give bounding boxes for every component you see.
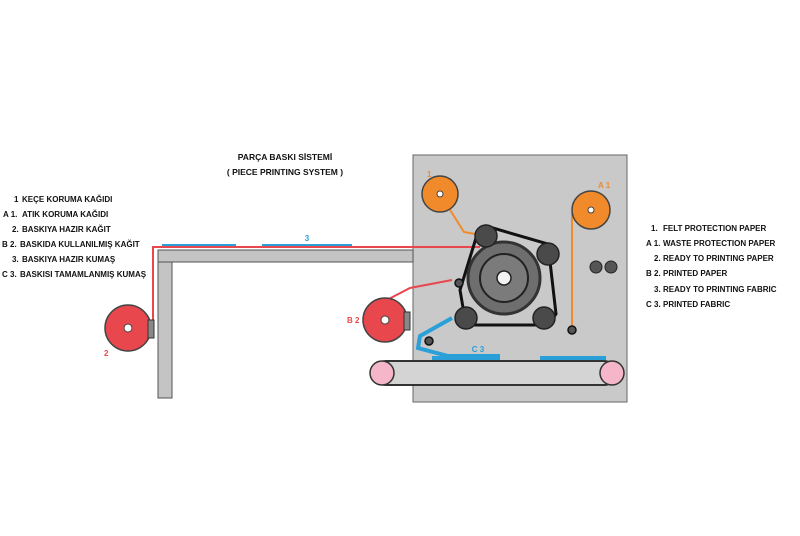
tension-roller <box>604 260 618 274</box>
small-roller <box>424 336 434 346</box>
print-drum-hub <box>496 270 512 286</box>
roll-2-core <box>147 319 155 339</box>
legend-en-text-b2: PRINTED PAPER <box>663 269 728 278</box>
legend-tr-text-3: BASKIYA HAZIR KUMAŞ <box>22 255 116 264</box>
roll-1-label: 1 <box>427 170 432 179</box>
legend-en-key-b2: B 2. <box>646 269 661 278</box>
legend-tr-key-a1: A 1. <box>3 210 17 219</box>
roll-a1-label: A 1 <box>598 181 611 190</box>
legend-en-key-a1: A 1. <box>646 239 660 248</box>
feed-table-leg <box>157 261 173 399</box>
legend-en-text-c3: PRINTED FABRIC <box>663 300 730 309</box>
tension-roller <box>589 260 603 274</box>
legend-en-key-1: 1. <box>651 224 658 233</box>
legend-en-key-2: 2. <box>654 254 661 263</box>
legend-en-key-c3: C 3. <box>646 300 661 309</box>
roll-a1-hub <box>587 206 595 214</box>
legend-tr-key-1: 1 <box>14 195 19 204</box>
roll-b2-hub <box>380 315 390 325</box>
legend-tr-text-c3: BASKISI TAMAMLANMIŞ KUMAŞ <box>20 270 147 279</box>
legend-tr-text-1: KEÇE KORUMA KAĞIDI <box>22 195 112 204</box>
small-roller <box>454 278 464 288</box>
legend-tr-key-c3: C 3. <box>2 270 17 279</box>
guide-roller <box>532 306 556 330</box>
fabric-3-label: 3 <box>305 234 310 243</box>
fabric-c3-label: C 3 <box>472 345 485 354</box>
paper-path-red-in <box>152 246 480 322</box>
legend-tr-key-2: 2. <box>12 225 19 234</box>
legend-tr-text-2: BASKIYA HAZIR KAĞIT <box>22 225 111 234</box>
feed-table-top <box>157 249 414 263</box>
roll-b2-label: B 2 <box>347 316 360 325</box>
guide-roller <box>536 242 560 266</box>
legend-tr-key-3: 3. <box>12 255 19 264</box>
legend-tr-text-a1: ATIK KORUMA KAĞIDI <box>22 210 108 219</box>
legend-turkish: 1 KEÇE KORUMA KAĞIDI A 1. ATIK KORUMA KA… <box>2 195 147 279</box>
paper-path-red-out <box>382 279 453 303</box>
guide-roller <box>474 224 498 248</box>
legend-en-text-a1: WASTE PROTECTION PAPER <box>663 239 776 248</box>
conveyor-pulley-left <box>369 360 395 386</box>
legend-tr-key-b2: B 2. <box>2 240 17 249</box>
legend-en-key-3: 3. <box>654 285 661 294</box>
guide-roller <box>454 306 478 330</box>
roll-2-hub <box>123 323 133 333</box>
roll-2-label: 2 <box>104 349 109 358</box>
legend-english: 1. FELT PROTECTION PAPER A 1. WASTE PROT… <box>646 224 777 309</box>
roll-1-hub <box>436 190 444 198</box>
diagram-subtitle: ( PIECE PRINTING SYSTEM ) <box>227 167 343 177</box>
roll-b2-core <box>403 311 411 331</box>
legend-en-text-1: FELT PROTECTION PAPER <box>663 224 766 233</box>
legend-en-text-3: READY TO PRINTING FABRIC <box>663 285 777 294</box>
conveyor-pulley-right <box>599 360 625 386</box>
legend-en-text-2: READY TO PRINTING PAPER <box>663 254 774 263</box>
output-conveyor <box>373 360 617 386</box>
small-roller <box>567 325 577 335</box>
legend-tr-text-b2: BASKIDA KULLANILMIŞ KAĞIT <box>20 240 140 249</box>
diagram-title: PARÇA BASKI SİSTEMİ <box>238 152 332 162</box>
